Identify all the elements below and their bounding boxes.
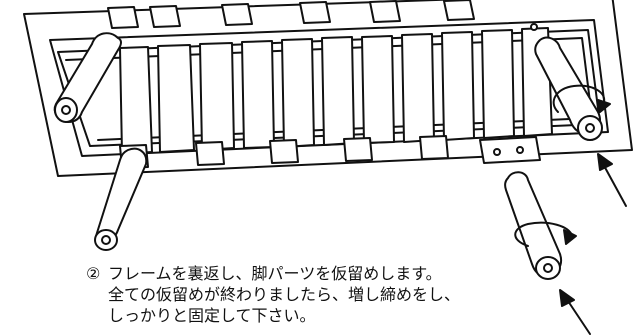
slats (119, 27, 553, 155)
instruction-line-1-text: フレームを裏返し、脚パーツを仮留めします。 (108, 264, 442, 283)
instruction-line-3: しっかりと固定して下さい。 (108, 306, 316, 325)
push-arrow-bottom-right (559, 289, 591, 335)
push-arrow-top-right (597, 153, 627, 207)
instruction-line-1: ② フレームを裏返し、脚パーツを仮留めします。 (86, 263, 566, 284)
straps (107, 0, 475, 169)
leg-top-left (53, 32, 122, 123)
rotation-arrow-bottom-right (514, 221, 577, 247)
rotation-arrow-top-right (552, 84, 611, 113)
instruction-line-2: 全ての仮留めが終わりましたら、増し締めをし、 (108, 285, 461, 304)
leg-top-right (534, 36, 603, 141)
corner-blocks (479, 23, 541, 164)
instruction-text: ② フレームを裏返し、脚パーツを仮留めします。 全ての仮留めが終わりましたら、増し… (86, 263, 566, 326)
leg-bottom-left (94, 147, 148, 251)
step-number: ② (86, 264, 101, 283)
